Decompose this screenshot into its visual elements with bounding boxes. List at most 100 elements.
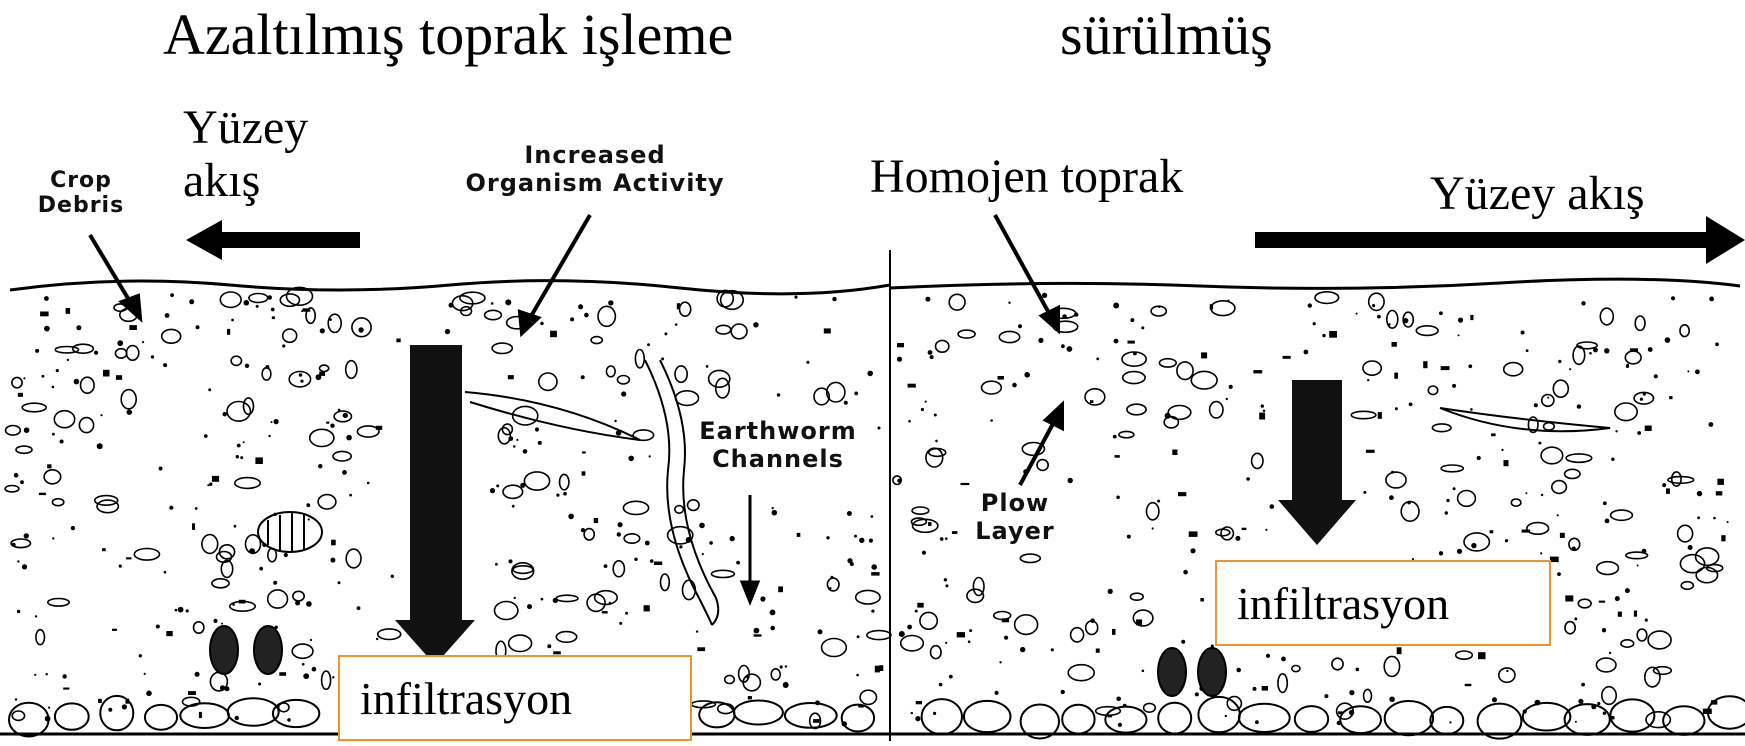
soil-pebble [1565,622,1575,634]
soil-speck [1281,657,1286,662]
soil-speck [256,305,259,308]
soil-speck [170,293,174,297]
soil-clod [1550,557,1559,563]
soil-speck [1090,618,1095,623]
soil-pebble [1068,665,1094,681]
soil-clod [553,651,561,654]
soil-pebble [1351,411,1376,418]
soil-pebble [378,629,401,640]
soil-speck [770,626,775,631]
earthworm [645,360,718,625]
soil-pebble [503,485,523,498]
soil-clod [116,375,122,380]
soil-pebble [1168,406,1191,420]
soil-pebble [1401,502,1419,522]
soil-speck [1611,458,1614,461]
soil-pebble [1600,308,1613,325]
soil-speck [1266,654,1270,658]
soil-speck [847,511,852,516]
soil-speck [308,518,310,520]
soil-pebble [680,302,691,316]
soil-pebble [598,306,615,326]
soil-clod [1394,373,1398,379]
soil-speck [357,606,361,610]
soil-clod [272,316,275,319]
soil-speck [1020,647,1025,652]
soil-speck [754,628,760,634]
soil-speck [1061,344,1065,348]
soil-speck [969,629,972,632]
soil-clod [1090,400,1094,403]
soil-clod [255,457,263,464]
soil-speck [163,363,167,367]
soil-speck [1597,702,1600,705]
soil-speck [934,414,937,417]
soil-speck [915,716,920,721]
soil-speck [17,610,20,613]
soil-speck [1468,364,1472,368]
soil-clod [1522,530,1531,533]
soil-pebble [1672,472,1681,486]
soil-speck [1024,372,1030,378]
soil-speck [857,635,860,638]
soil-speck [1195,692,1199,696]
soil-speck [512,505,515,508]
soil-speck [1709,297,1714,302]
soil-speck [46,673,48,675]
soil-clod [1397,647,1402,654]
soil-speck [342,470,347,475]
soil-pebble [926,448,943,467]
soil-speck [1492,697,1497,702]
soil-speck [343,413,348,418]
soil-speck [284,553,288,557]
soil-clod [1112,629,1116,635]
soil-pebble [79,418,93,433]
right-infiltration-box: infiltrasyon [1215,560,1551,646]
soil-speck [854,535,857,538]
soil-pebble [711,570,734,577]
soil-speck [509,559,513,563]
soil-speck [1265,529,1267,531]
bottom-stone [922,699,962,734]
soil-speck [1574,617,1577,620]
soil-speck [76,325,81,330]
soil-pebble [556,595,578,601]
soil-pebble [121,390,136,409]
soil-pebble [12,711,24,720]
soil-speck [1313,322,1316,325]
soil-clod [916,701,922,704]
soil-speck [445,329,450,334]
soil-clod [66,308,71,314]
soil-pebble [48,599,69,607]
soil-clod [748,696,752,699]
soil-clod [952,531,958,534]
soil-speck [1409,403,1413,407]
soil-speck [1557,572,1561,576]
soil-pebble [1637,629,1647,641]
soil-speck [990,419,993,422]
soil-pebble [320,365,329,371]
soil-speck [20,480,24,484]
soil-pebble [283,329,297,342]
soil-speck [628,456,634,462]
soil-speck [491,302,494,305]
soil-speck [1116,496,1120,500]
soil-speck [97,443,103,449]
soil-speck [516,439,518,441]
soil-speck [933,712,936,715]
soil-clod [797,533,801,537]
soil-clod [1366,450,1375,453]
soil-speck [907,625,912,630]
soil-pebble [556,632,576,643]
soil-clod [126,557,132,559]
soil-speck [770,610,776,616]
soil-speck [661,357,664,360]
soil-speck [35,349,39,353]
soil-pebble [676,391,699,406]
soil-speck [949,675,953,679]
soil-speck [186,609,189,612]
soil-pebble [1597,562,1619,575]
soil-pebble [1384,656,1399,676]
soil-pebble [81,377,95,393]
soil-speck [736,561,740,565]
